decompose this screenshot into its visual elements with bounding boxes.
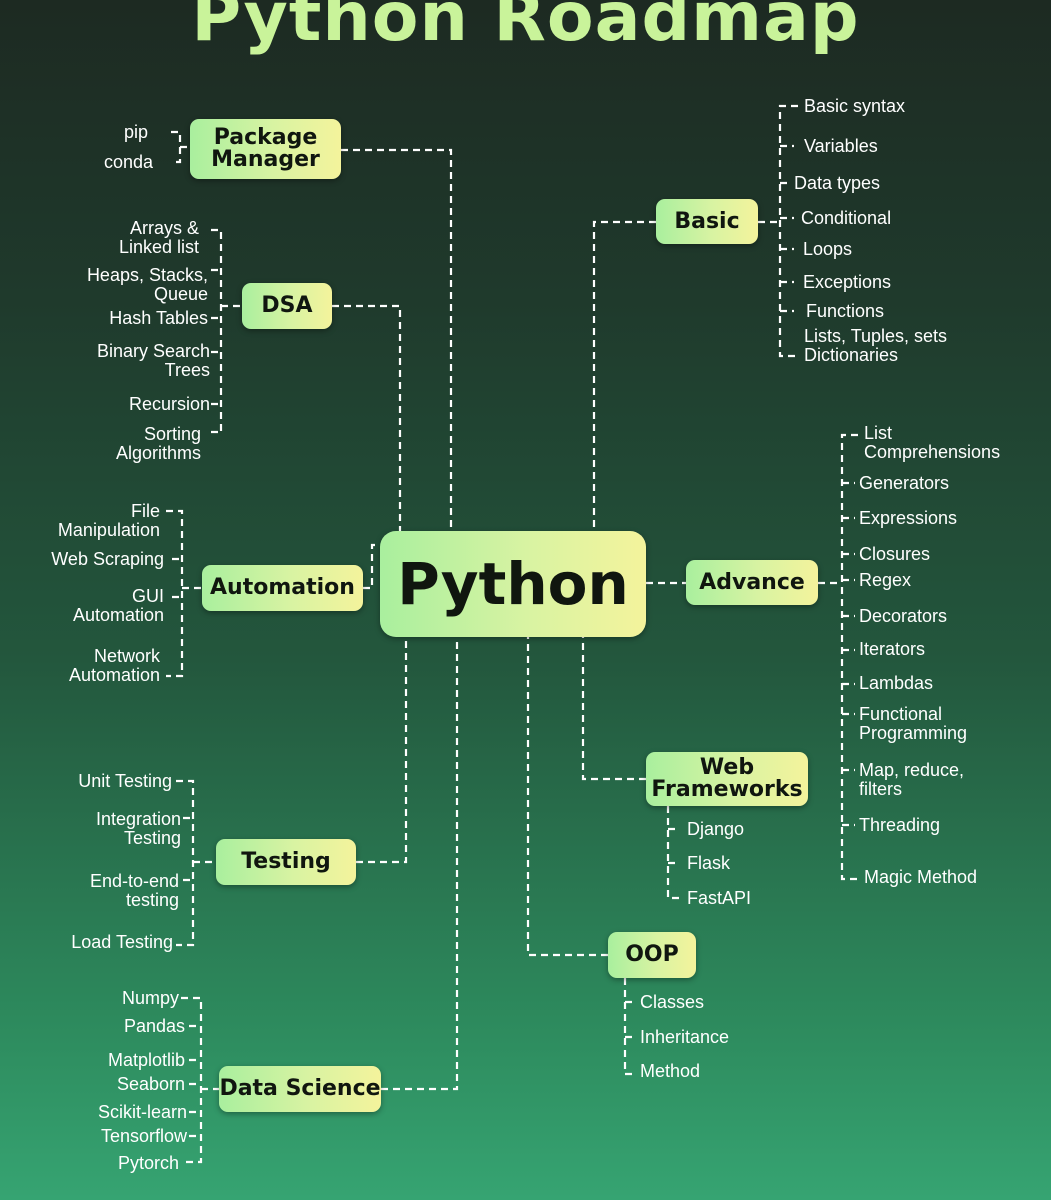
- testing-node: Testing: [216, 839, 356, 885]
- list-item: conda: [103, 152, 153, 172]
- connector-line: [166, 509, 202, 678]
- list-item: Seaborn: [116, 1074, 185, 1094]
- connector-line: [171, 130, 190, 164]
- list-item: Classes: [640, 992, 705, 1012]
- list-item: Expressions: [859, 508, 958, 528]
- package-manager-node: Package Manager: [190, 119, 341, 179]
- list-item: Exceptions: [803, 272, 892, 292]
- page-title: Python Roadmap: [191, 0, 860, 57]
- connector-line: [181, 996, 219, 1164]
- connector-line: [356, 637, 408, 864]
- list-item: Pandas: [123, 1016, 185, 1036]
- python-center-node: Python: [380, 531, 646, 637]
- list-item: Generators: [859, 473, 950, 493]
- list-item: Heaps, Stacks, Queue: [86, 265, 208, 304]
- list-item: Lambdas: [859, 673, 934, 693]
- list-item: Hash Tables: [109, 308, 208, 328]
- list-item: Tensorflow: [100, 1126, 187, 1146]
- list-item: Lists, Tuples, sets Dictionaries: [804, 326, 948, 365]
- list-item: Basic syntax: [804, 96, 906, 116]
- advance-node: Advance: [686, 560, 818, 605]
- list-item: Numpy: [121, 988, 179, 1008]
- connector-line: [623, 978, 635, 1076]
- connector-line: [666, 806, 680, 900]
- list-item: File Manipulation: [57, 501, 160, 540]
- list-item: Arrays & Linked list: [118, 218, 199, 257]
- list-item: Conditional: [801, 208, 892, 228]
- web-frameworks-node: Web Frameworks: [646, 752, 808, 806]
- list-item: Data types: [794, 173, 881, 193]
- list-item: Integration Testing: [95, 809, 181, 848]
- connector-line: [341, 148, 453, 531]
- connector-line: [363, 543, 380, 590]
- dsa-node: DSA: [242, 283, 332, 329]
- list-item: Matplotlib: [107, 1050, 185, 1070]
- list-item: Decorators: [859, 606, 948, 626]
- list-item: Scikit-learn: [97, 1102, 187, 1122]
- list-item: Map, reduce, filters: [859, 760, 965, 799]
- list-item: Sorting Algorithms: [115, 424, 201, 463]
- list-item: Closures: [859, 544, 931, 564]
- list-item: Django: [687, 819, 745, 839]
- list-item: GUI Automation: [72, 586, 164, 625]
- automation-node: Automation: [202, 565, 363, 611]
- connector-line: [381, 637, 459, 1091]
- list-item: Unit Testing: [78, 771, 172, 791]
- list-item: Regex: [859, 570, 912, 590]
- list-item: Network Automation: [68, 646, 160, 685]
- list-item: End-to-end testing: [89, 871, 179, 910]
- connector-line: [176, 779, 216, 947]
- oop-node: OOP: [608, 932, 696, 978]
- connector-line: [526, 637, 608, 957]
- list-item: FastAPI: [687, 888, 752, 908]
- list-item: Recursion: [128, 394, 210, 414]
- list-item: Magic Method: [864, 867, 978, 887]
- list-item: Method: [640, 1061, 701, 1081]
- list-item: Functions: [806, 301, 885, 321]
- connector-line: [332, 304, 402, 531]
- basic-node: Basic: [656, 199, 758, 244]
- list-item: Flask: [687, 853, 731, 873]
- list-item: List Comprehensions: [864, 423, 1001, 462]
- list-item: Binary Search Trees: [96, 341, 210, 380]
- connector-line: [581, 637, 646, 781]
- list-item: Iterators: [859, 639, 926, 659]
- list-item: Pytorch: [117, 1153, 179, 1173]
- list-item: Threading: [859, 815, 941, 835]
- connector-line: [211, 228, 242, 434]
- list-item: Inheritance: [640, 1027, 730, 1047]
- connector-line: [592, 220, 656, 531]
- connector-line: [818, 433, 858, 881]
- list-item: Variables: [804, 136, 878, 156]
- list-item: Load Testing: [71, 932, 173, 952]
- list-item: Functional Programming: [859, 704, 968, 743]
- list-item: Loops: [803, 239, 853, 259]
- data-science-node: Data Science: [219, 1066, 381, 1112]
- list-item: Web Scraping: [51, 549, 164, 569]
- connector-line: [758, 104, 798, 358]
- list-item: pip: [123, 122, 148, 142]
